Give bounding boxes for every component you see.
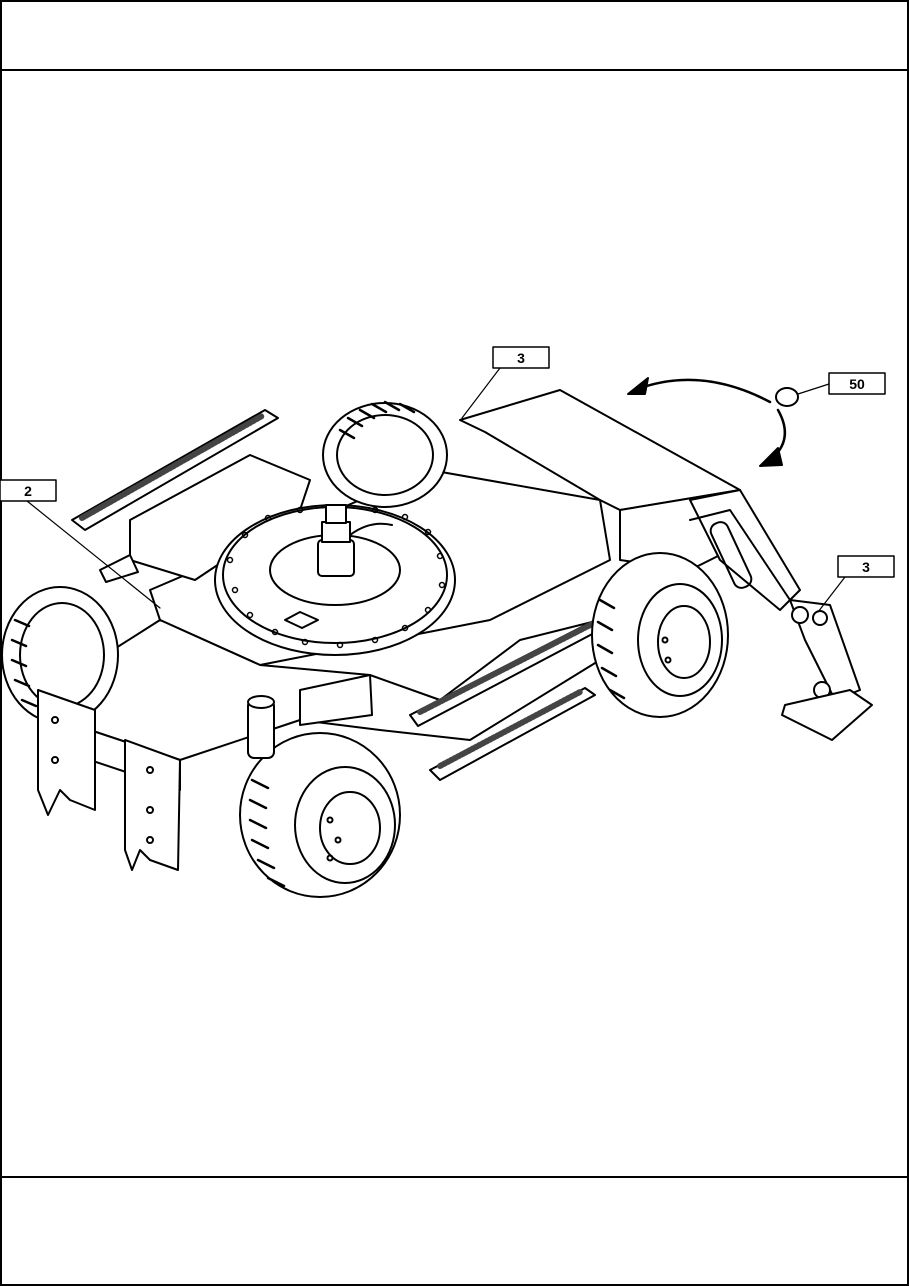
- step-front-left: [71, 409, 279, 531]
- rear-outrigger-arm: [689, 489, 801, 611]
- callout-50-label: 50: [849, 376, 865, 392]
- leader-lines: [26, 367, 846, 613]
- front-bracket-left: [37, 689, 96, 816]
- callout-50: 50: [828, 372, 886, 395]
- callout-3-top: 3: [492, 346, 550, 369]
- tyre-front-right: [239, 732, 401, 898]
- bolt-holes: [226, 506, 446, 649]
- callout-3-right-label: 3: [862, 559, 870, 575]
- title-block-footer: [2, 1176, 907, 1284]
- tyre-rear-right: [591, 552, 729, 718]
- callout-3-right: 3: [837, 555, 895, 578]
- callout-2: 2: [0, 479, 57, 502]
- step-right-lower: [429, 687, 596, 781]
- tyre-rear-left: [322, 400, 448, 508]
- rotary-joint: [317, 504, 393, 577]
- washer-part: [775, 387, 799, 407]
- rear-outrigger-leg: [781, 599, 873, 741]
- title-block-header: [2, 2, 907, 71]
- oscillation-cylinder: [247, 695, 275, 759]
- front-bracket-right: [124, 739, 181, 871]
- rotation-arrows: [627, 377, 787, 467]
- callout-3-top-label: 3: [517, 350, 525, 366]
- callout-2-label: 2: [24, 483, 32, 499]
- step-left-lower: [99, 554, 139, 583]
